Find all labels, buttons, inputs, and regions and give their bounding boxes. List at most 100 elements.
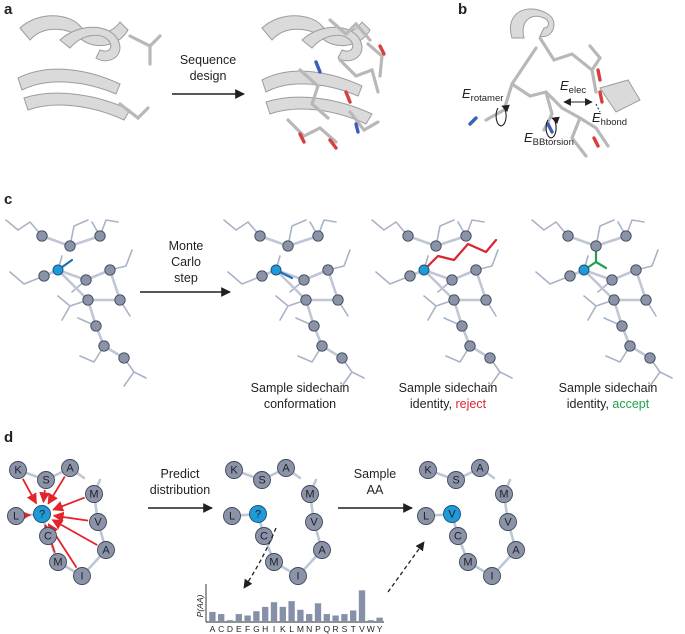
residue-node (94, 230, 106, 242)
panel-d-label: d (4, 429, 13, 446)
neighbor-residue-node (73, 567, 91, 585)
neighbor-residue-node (89, 513, 107, 531)
energy-rotamer-label: Erotamer (462, 86, 503, 104)
residue-node (480, 294, 492, 306)
sidechain-0 (5, 219, 43, 237)
monte-carlo-label-2: Carlo (171, 255, 201, 269)
residue-node (404, 270, 416, 282)
tick-label-Y: Y (377, 624, 383, 634)
neighbor-residue-letter: L (229, 511, 235, 523)
tick-label-D: D (227, 624, 233, 634)
monte-carlo-label-1: Monte (169, 239, 204, 253)
bar-N (306, 614, 313, 622)
residue-node (312, 230, 324, 242)
sidechain-12 (275, 295, 307, 321)
protein-backbone-left (17, 15, 162, 121)
residue-node (322, 264, 334, 276)
residue-node (620, 230, 632, 242)
target-residue-letter: ? (39, 509, 45, 521)
neighbor-residue-node (49, 553, 67, 571)
residue-node (118, 352, 130, 364)
neighbor-residue-node (277, 459, 295, 477)
neighbor-residue-letter: M (305, 489, 314, 501)
tick-label-M: M (297, 624, 304, 634)
attention-arrow (47, 476, 66, 505)
sidechain-1 (595, 219, 615, 247)
neighbor-residue-letter: A (512, 545, 520, 557)
backbone-bond-5 (422, 268, 456, 302)
sequence-design-label-1: Sequence (180, 53, 236, 67)
chart-bars (209, 590, 383, 622)
neighbor-residue-node (61, 459, 79, 477)
caption-reject-2: identity, reject (410, 397, 487, 411)
neighbor-residue-letter: K (230, 465, 238, 477)
backbone-bond-5 (56, 268, 90, 302)
sidechain-2 (99, 219, 119, 237)
residue-node (630, 264, 642, 276)
residue-node (316, 340, 328, 352)
residue-node (448, 294, 460, 306)
residue-node (82, 294, 94, 306)
tick-label-Q: Q (323, 624, 330, 634)
neighbor-residue-letter: S (258, 475, 265, 487)
caption-accept-1: Sample sidechain (559, 381, 658, 395)
energy-term-structure (468, 8, 641, 158)
sidechain-1 (435, 219, 455, 247)
neighbor-residue-letter: L (423, 511, 429, 523)
bar-A (209, 611, 216, 622)
residue-node (402, 230, 414, 242)
neighbor-residue-letter: S (452, 475, 459, 487)
attention-arrow (52, 496, 85, 512)
residue-node (332, 294, 344, 306)
sidechain-3 (227, 271, 263, 285)
sidechain-2 (465, 219, 485, 237)
residue-node (80, 274, 92, 286)
sample-label-1: Sample (354, 467, 396, 481)
mc-structure-reject (371, 219, 513, 387)
residue-node (446, 274, 458, 286)
sidechain-9 (297, 345, 323, 363)
panel-b: b Erotamer Eelec Ehbond (458, 1, 641, 158)
bar-G (253, 611, 260, 622)
neighbor-residue-node (499, 513, 517, 531)
neighbor-residue-letter: M (53, 557, 62, 569)
neighbor-residue-node (289, 567, 307, 585)
tick-label-R: R (333, 624, 339, 634)
residue-node (64, 240, 76, 252)
bar-T (350, 610, 357, 622)
sidechain-10 (123, 357, 147, 387)
residue-node (644, 352, 656, 364)
residue-node (298, 274, 310, 286)
neighbor-residue-letter: M (499, 489, 508, 501)
residue-node (300, 294, 312, 306)
residue-node (608, 294, 620, 306)
bar-R (332, 615, 339, 622)
tick-label-S: S (342, 624, 348, 634)
attention-arrow (39, 489, 50, 504)
bar-W (367, 620, 374, 622)
bar-E (235, 614, 242, 622)
neighbor-residue-letter: A (66, 463, 74, 475)
neighbor-residue-letter: C (260, 531, 268, 543)
neighbor-residue-node (301, 485, 319, 503)
target-residue-node (270, 264, 282, 276)
residue-node (430, 240, 442, 252)
neighbor-residue-node (225, 461, 243, 479)
target-residue-letter: ? (255, 509, 261, 521)
sidechain-1 (287, 219, 307, 247)
caption-conformation-1: Sample sidechain (251, 381, 350, 395)
tick-label-A: A (210, 624, 216, 634)
neighbor-residue-letter: A (282, 463, 290, 475)
residue-node (90, 320, 102, 332)
monte-carlo-label-3: step (174, 271, 198, 285)
sidechain-12 (57, 295, 89, 321)
neighbor-residue-node (495, 485, 513, 503)
bar-H (262, 606, 269, 622)
predict-label-1: Predict (161, 467, 200, 481)
residue-node (336, 352, 348, 364)
neighbor-residue-letter: I (80, 571, 83, 583)
neighbor-residue-node (483, 567, 501, 585)
target-residue-node (418, 264, 430, 276)
sidechain-3 (375, 271, 411, 285)
